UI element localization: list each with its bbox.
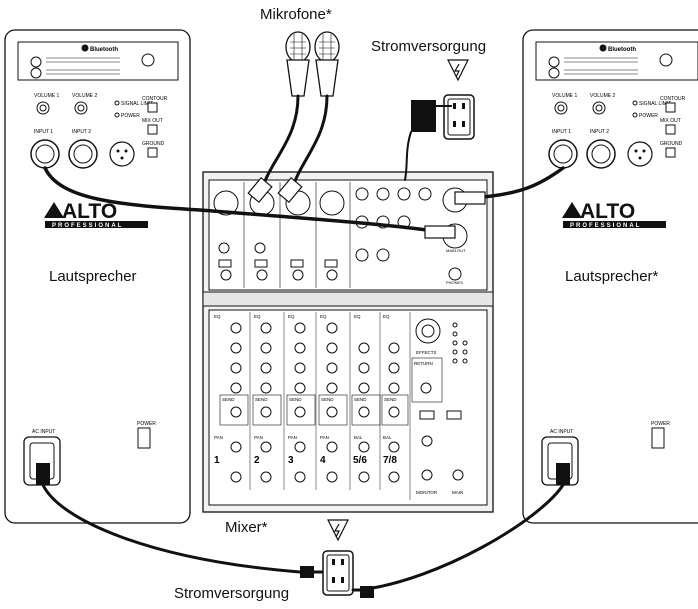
power-bottom-label: Stromversorgung <box>174 585 290 602</box>
svg-text:7/8: 7/8 <box>383 455 397 466</box>
bluetooth-icon <box>599 44 607 52</box>
input2-label: INPUT 2 <box>72 129 91 135</box>
power-led-label: POWER <box>639 113 658 119</box>
svg-text:EQ: EQ <box>383 314 390 319</box>
svg-text:EQ: EQ <box>254 314 261 319</box>
svg-text:1: 1 <box>214 455 220 466</box>
svg-text:SEND: SEND <box>289 397 302 402</box>
bluetooth-label: Bluetooth <box>90 47 118 53</box>
channel-strip-4: EQ SEND PAN 4 <box>315 312 348 490</box>
svg-text:RETURN: RETURN <box>414 361 433 366</box>
alto-logo: ALTO PROFESSIONAL <box>44 200 148 229</box>
signal-limit-label: SIGNAL LIMIT <box>639 101 671 107</box>
input1-label: INPUT 1 <box>552 129 571 135</box>
svg-text:5/6: 5/6 <box>353 455 367 466</box>
channel-strip-2: EQ SEND PAN 2 <box>249 312 282 490</box>
input1-label: INPUT 1 <box>34 129 53 135</box>
channel-strip-5-6: EQ SEND BAL 5/6 <box>349 312 381 490</box>
mixout-label: MIX OUT <box>142 118 163 124</box>
svg-text:EQ: EQ <box>354 314 361 319</box>
speaker-right: Bluetooth VOLUME 1 VOLUME 2 SIGNAL LIMIT… <box>522 29 698 524</box>
bluetooth-icon <box>81 44 89 52</box>
svg-text:SEND: SEND <box>321 397 334 402</box>
bluetooth-label: Bluetooth <box>608 47 636 53</box>
volume1-label: VOLUME 1 <box>34 93 60 99</box>
signal-limit-label: SIGNAL LIMIT <box>121 101 153 107</box>
mixer-label: Mixer* <box>225 519 268 536</box>
effects-section: EFFECTS RETURN MONITOR MAIN <box>409 312 468 500</box>
main-out-label: MAIN OUT <box>446 248 466 253</box>
svg-text:MAIN: MAIN <box>452 490 463 495</box>
svg-text:PROFESSIONAL: PROFESSIONAL <box>570 223 641 229</box>
contour-label: CONTOUR <box>660 96 686 102</box>
svg-text:SEND: SEND <box>222 397 235 402</box>
channel-strip-3: EQ SEND PAN 3 <box>283 312 316 490</box>
power-switch-label: POWER <box>651 421 670 427</box>
channel-strip-7-8: EQ SEND BAL 7/8 <box>379 312 409 490</box>
channel-strip-1: EQ SEND PAN 1 <box>214 314 249 483</box>
svg-text:MONITOR: MONITOR <box>416 490 438 495</box>
svg-text:SEND: SEND <box>354 397 367 402</box>
volume2-label: VOLUME 2 <box>590 93 616 99</box>
alto-logo: ALTO PROFESSIONAL <box>562 200 666 229</box>
svg-text:EQ: EQ <box>214 314 221 319</box>
svg-text:BAL: BAL <box>383 435 392 440</box>
power-outlet-bottom <box>322 519 354 596</box>
svg-text:PROFESSIONAL: PROFESSIONAL <box>52 223 123 229</box>
ac-input-label: AC INPUT <box>550 429 573 435</box>
power-top-label: Stromversorgung <box>371 38 487 55</box>
svg-text:SEND: SEND <box>384 397 397 402</box>
svg-text:PAN: PAN <box>320 435 329 440</box>
speaker-left-label: Lautsprecher <box>49 268 137 285</box>
speaker-left: Bluetooth VOLUME 1 VOLUME 2 SIGNAL LIMIT… <box>4 29 191 524</box>
input2-label: INPUT 2 <box>590 129 609 135</box>
svg-text:BAL: BAL <box>354 435 363 440</box>
svg-text:PAN: PAN <box>254 435 263 440</box>
ground-label: GROUND <box>142 141 165 147</box>
power-switch-label: POWER <box>137 421 156 427</box>
speaker-right-label: Lautsprecher* <box>565 268 659 285</box>
svg-text:SEND: SEND <box>255 397 268 402</box>
volume1-label: VOLUME 1 <box>552 93 578 99</box>
mixout-label: MIX OUT <box>660 118 681 124</box>
mixer: MAIN OUT PHONES EQ SEND PAN 1 EQ SEND <box>202 171 494 513</box>
svg-text:3: 3 <box>288 455 294 466</box>
svg-text:ALTO: ALTO <box>62 200 117 223</box>
svg-text:EQ: EQ <box>320 314 327 319</box>
contour-label: CONTOUR <box>142 96 168 102</box>
ac-input-label: AC INPUT <box>32 429 55 435</box>
power-led-label: POWER <box>121 113 140 119</box>
svg-text:2: 2 <box>254 455 260 466</box>
svg-text:EQ: EQ <box>288 314 295 319</box>
ground-label: GROUND <box>660 141 683 147</box>
svg-text:PAN: PAN <box>214 435 223 440</box>
phones-label: PHONES <box>446 280 463 285</box>
svg-text:4: 4 <box>320 455 326 466</box>
power-outlet-top <box>411 59 475 140</box>
volume2-label: VOLUME 2 <box>72 93 98 99</box>
svg-text:PAN: PAN <box>288 435 297 440</box>
svg-text:EFFECTS: EFFECTS <box>416 350 437 355</box>
microphones <box>285 31 340 97</box>
microphones-label: Mikrofone* <box>260 6 332 23</box>
svg-text:ALTO: ALTO <box>580 200 635 223</box>
